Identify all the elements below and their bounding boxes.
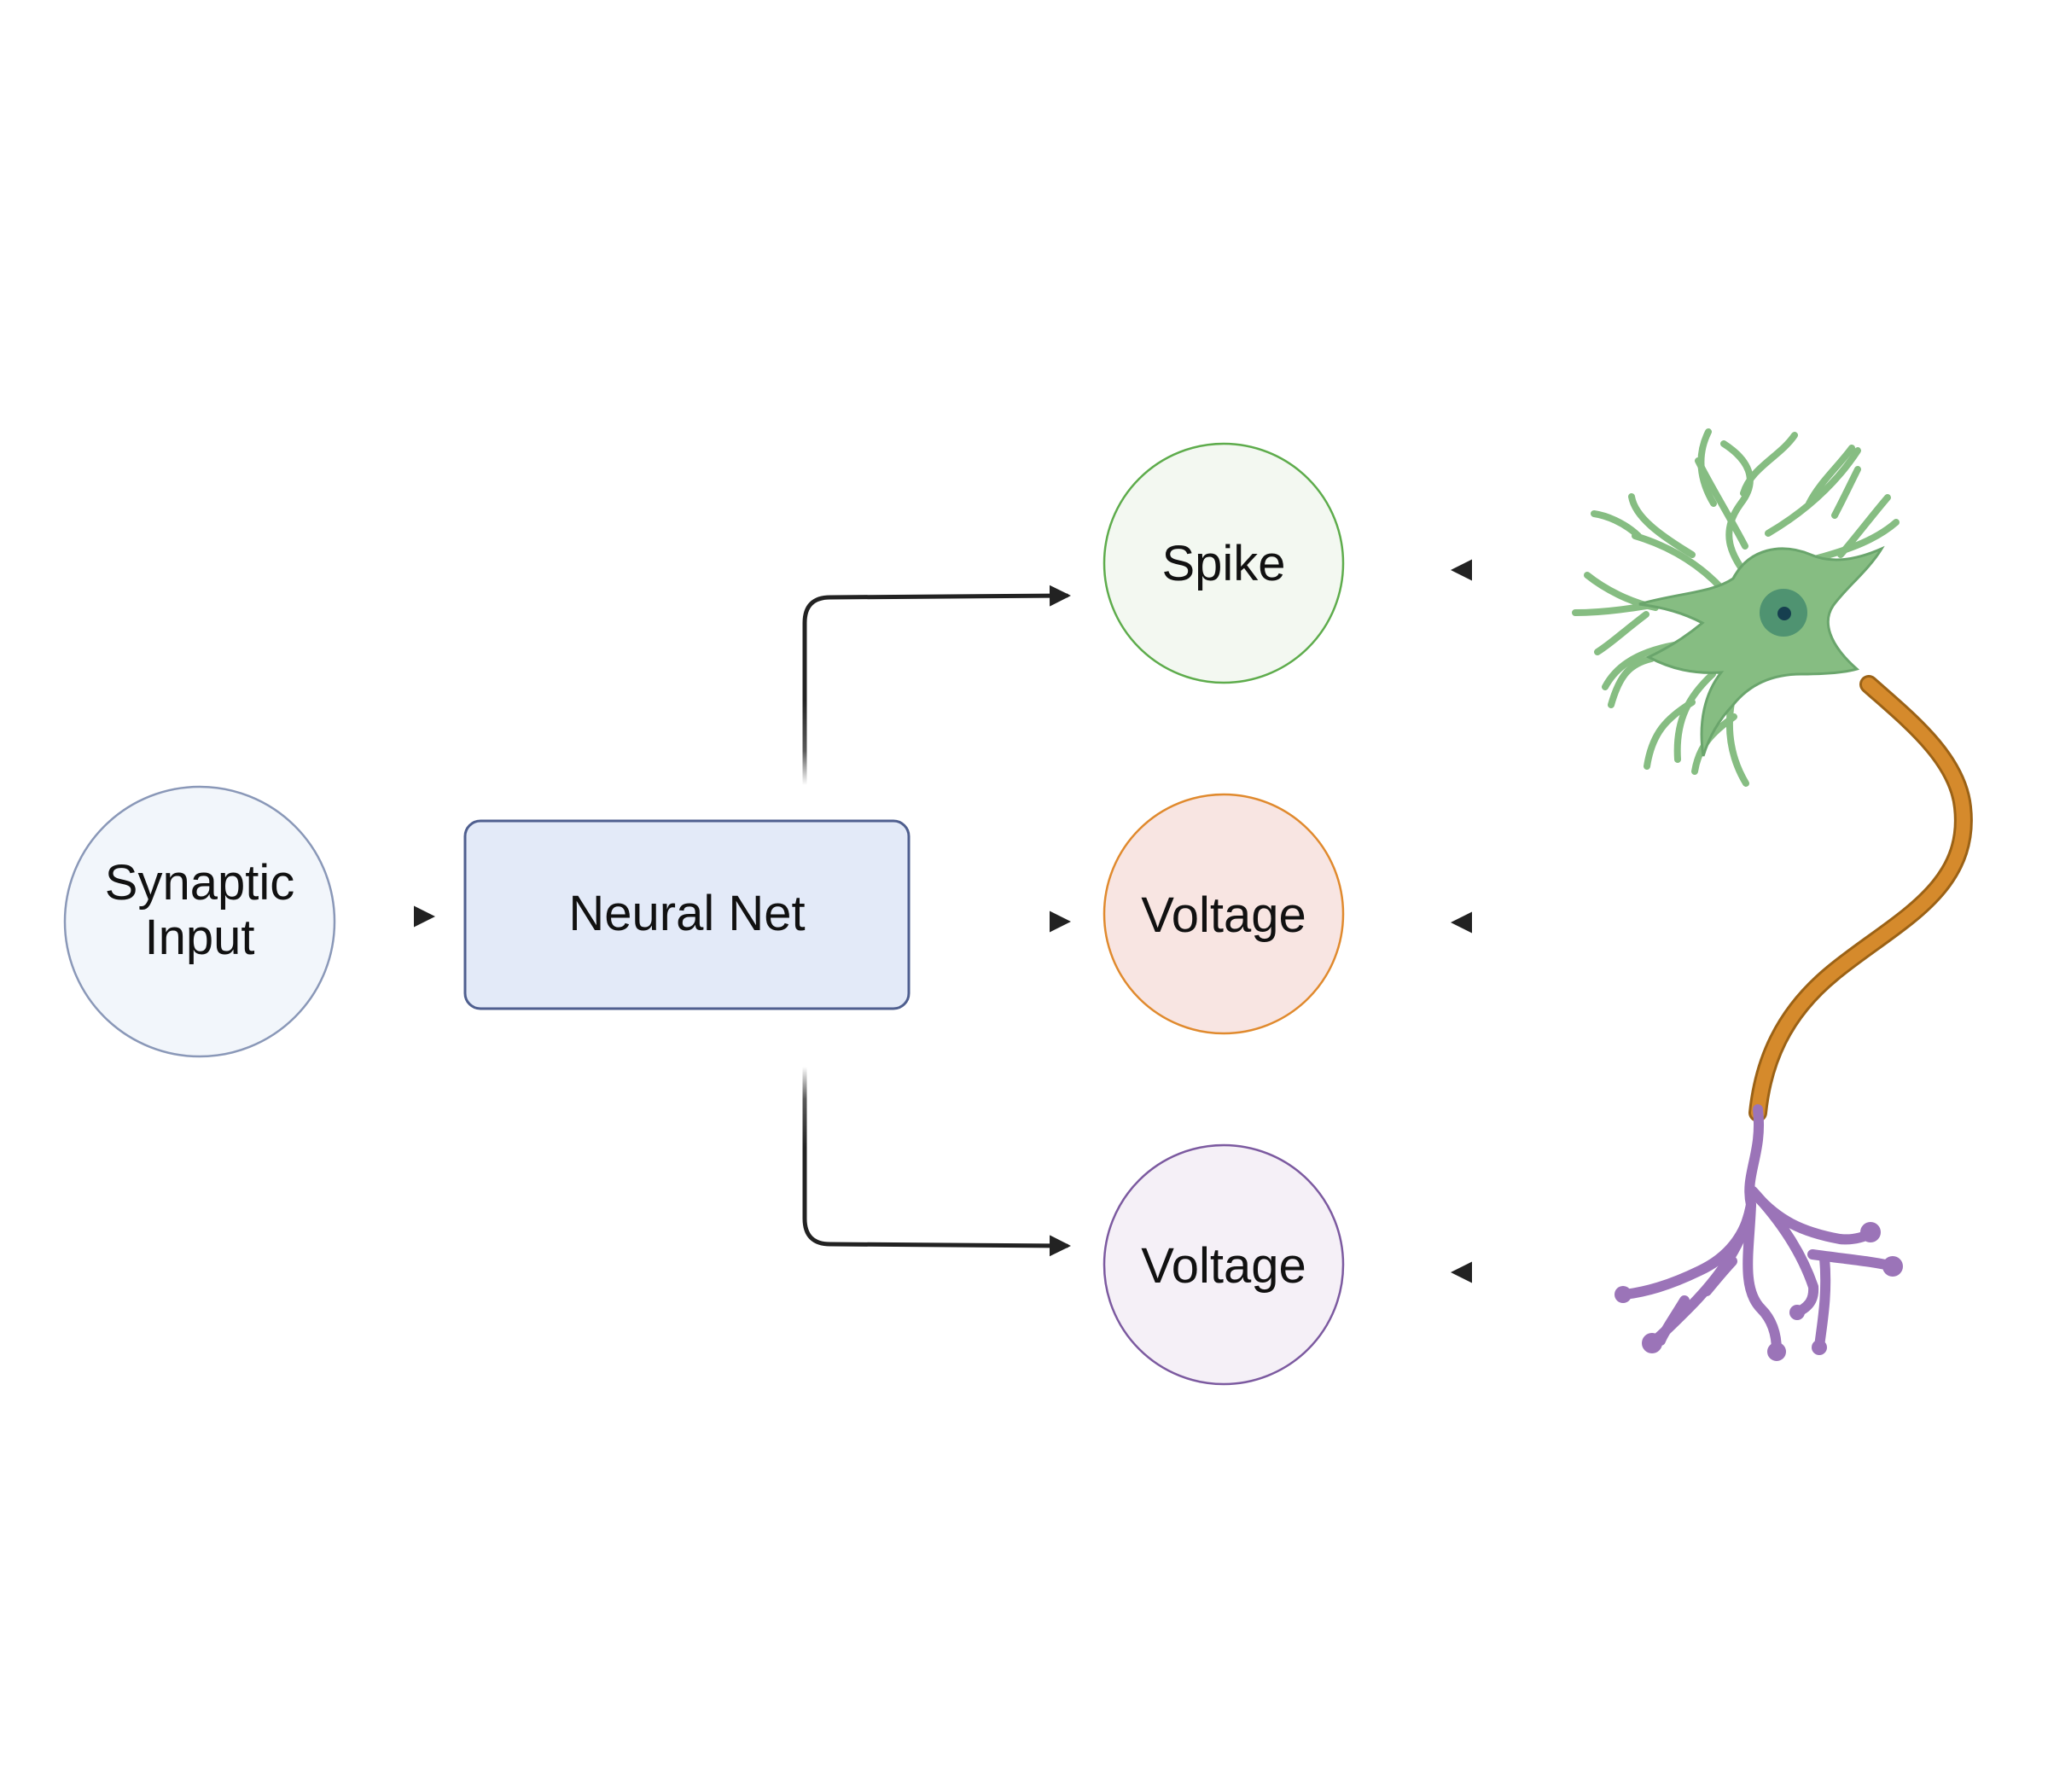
voltage-soma-circle	[1103, 793, 1345, 1035]
neuron-soma	[1638, 545, 1885, 757]
voltage-soma-label: Voltage	[1141, 887, 1306, 943]
neural-net-label: Neural Net	[568, 886, 805, 941]
voltage-soma-node: Voltage	[1103, 793, 1345, 1035]
synaptic-input-circle	[63, 785, 336, 1058]
voltage-dendrite-label: Voltage	[1141, 1238, 1306, 1294]
spike-node: Spike	[1103, 442, 1345, 684]
axon-terminal-bulbs	[1615, 1222, 1903, 1361]
neuron-nucleolus	[1777, 607, 1791, 620]
synaptic-input-node: Synaptic Input	[63, 785, 336, 1058]
spike-label: Spike	[1161, 536, 1285, 591]
arrow-icon	[802, 585, 1071, 788]
synaptic-input-label-line2: Input	[145, 910, 255, 965]
neural-net-node: Neural Net	[463, 819, 911, 1010]
spike-circle	[1103, 442, 1345, 684]
arrow-net-to-spike	[802, 585, 1071, 788]
arrow-net-to-voltage-dendrite	[802, 1064, 1071, 1257]
synaptic-input-label-line1: Synaptic	[105, 855, 294, 911]
voltage-dendrite-circle	[1103, 1143, 1345, 1386]
neuron-illustration	[1572, 428, 1973, 1361]
arrow-icon	[802, 1064, 1071, 1257]
voltage-dendrite-node: Voltage	[1103, 1143, 1345, 1386]
neuron-axon	[1751, 678, 1970, 1120]
axon-terminals	[1620, 1104, 1898, 1356]
neural-net-box	[463, 819, 911, 1010]
